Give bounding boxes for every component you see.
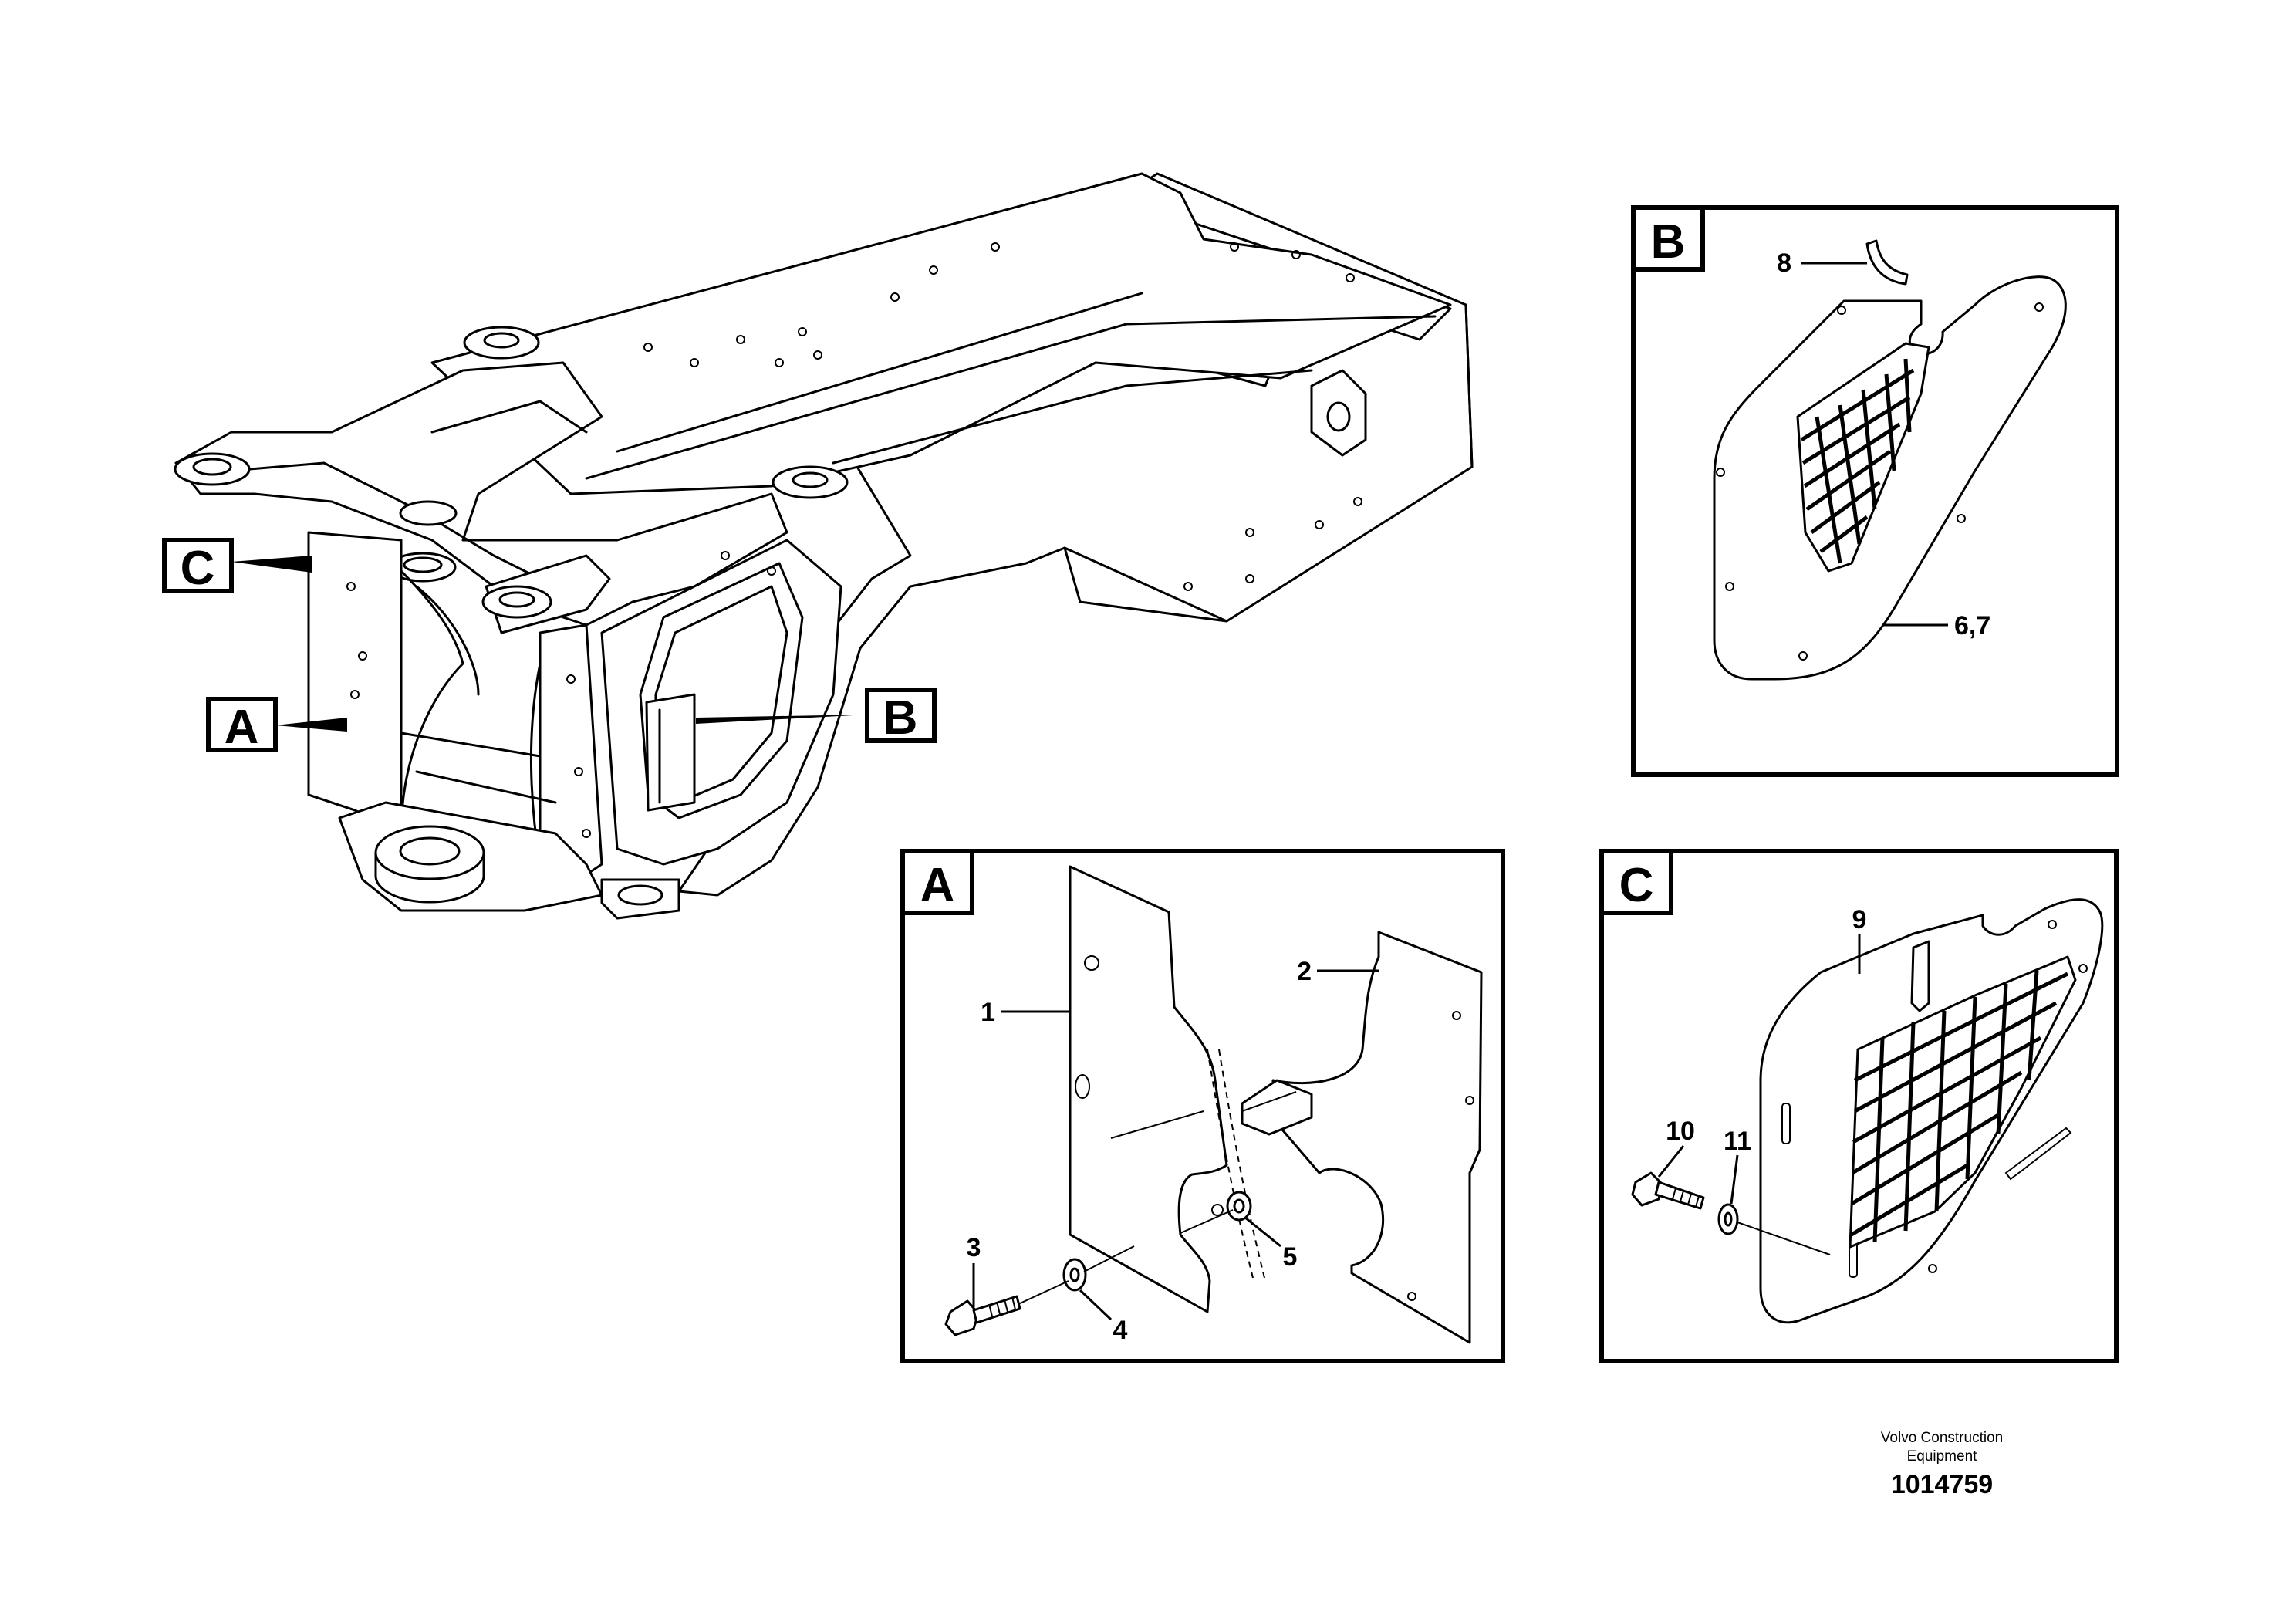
part-number-3: 3 (967, 1233, 981, 1262)
mesh-b (1800, 358, 1915, 564)
drawing-number: 1014759 (1890, 1470, 1994, 1499)
part-number-2: 2 (1297, 957, 1312, 986)
part-number-8: 8 (1777, 248, 1791, 278)
company-name-line2: Equipment (1906, 1448, 1977, 1465)
part-number-9: 9 (1852, 905, 1867, 934)
detail-panel-c: C 9 10 11 (1599, 849, 2119, 1363)
panel-a-title: A (920, 859, 955, 912)
panel-c-title: C (1619, 859, 1654, 912)
part-number-10: 10 (1666, 1117, 1695, 1146)
company-name-line1: Volvo Construction (1880, 1430, 2004, 1446)
detail-panel-a: A 1 2 (900, 849, 1505, 1363)
part-number-4: 4 (1113, 1316, 1128, 1345)
washer-part-4 (1062, 1258, 1087, 1292)
bolt-part-3 (944, 1295, 1021, 1336)
callout-c: C (162, 538, 312, 595)
frame-illustration (174, 172, 1474, 920)
callout-b: B (696, 688, 937, 745)
bolt-part-10 (1631, 1171, 1705, 1210)
detail-panel-b: B 8 6,7 (1631, 205, 2119, 777)
mesh-c (1850, 970, 2069, 1243)
part-number-1: 1 (981, 998, 995, 1027)
plate-part-1 (1069, 865, 1228, 1313)
part-number-11: 11 (1724, 1127, 1751, 1156)
washer-part-11 (1717, 1203, 1739, 1235)
washer-part-5 (1226, 1191, 1252, 1222)
part-number-5: 5 (1283, 1242, 1298, 1272)
plate-part-2 (1271, 931, 1483, 1344)
company-name: Volvo Construction Equipment (1842, 1429, 2042, 1466)
callout-b-label: B (883, 691, 918, 745)
part-number-6-7: 6,7 (1954, 611, 1990, 640)
panel-b-title: B (1651, 215, 1686, 269)
callout-c-label: C (181, 542, 215, 595)
callout-a: A (206, 697, 347, 754)
callout-a-label: A (225, 701, 259, 754)
clip-part-8 (1866, 239, 1909, 286)
